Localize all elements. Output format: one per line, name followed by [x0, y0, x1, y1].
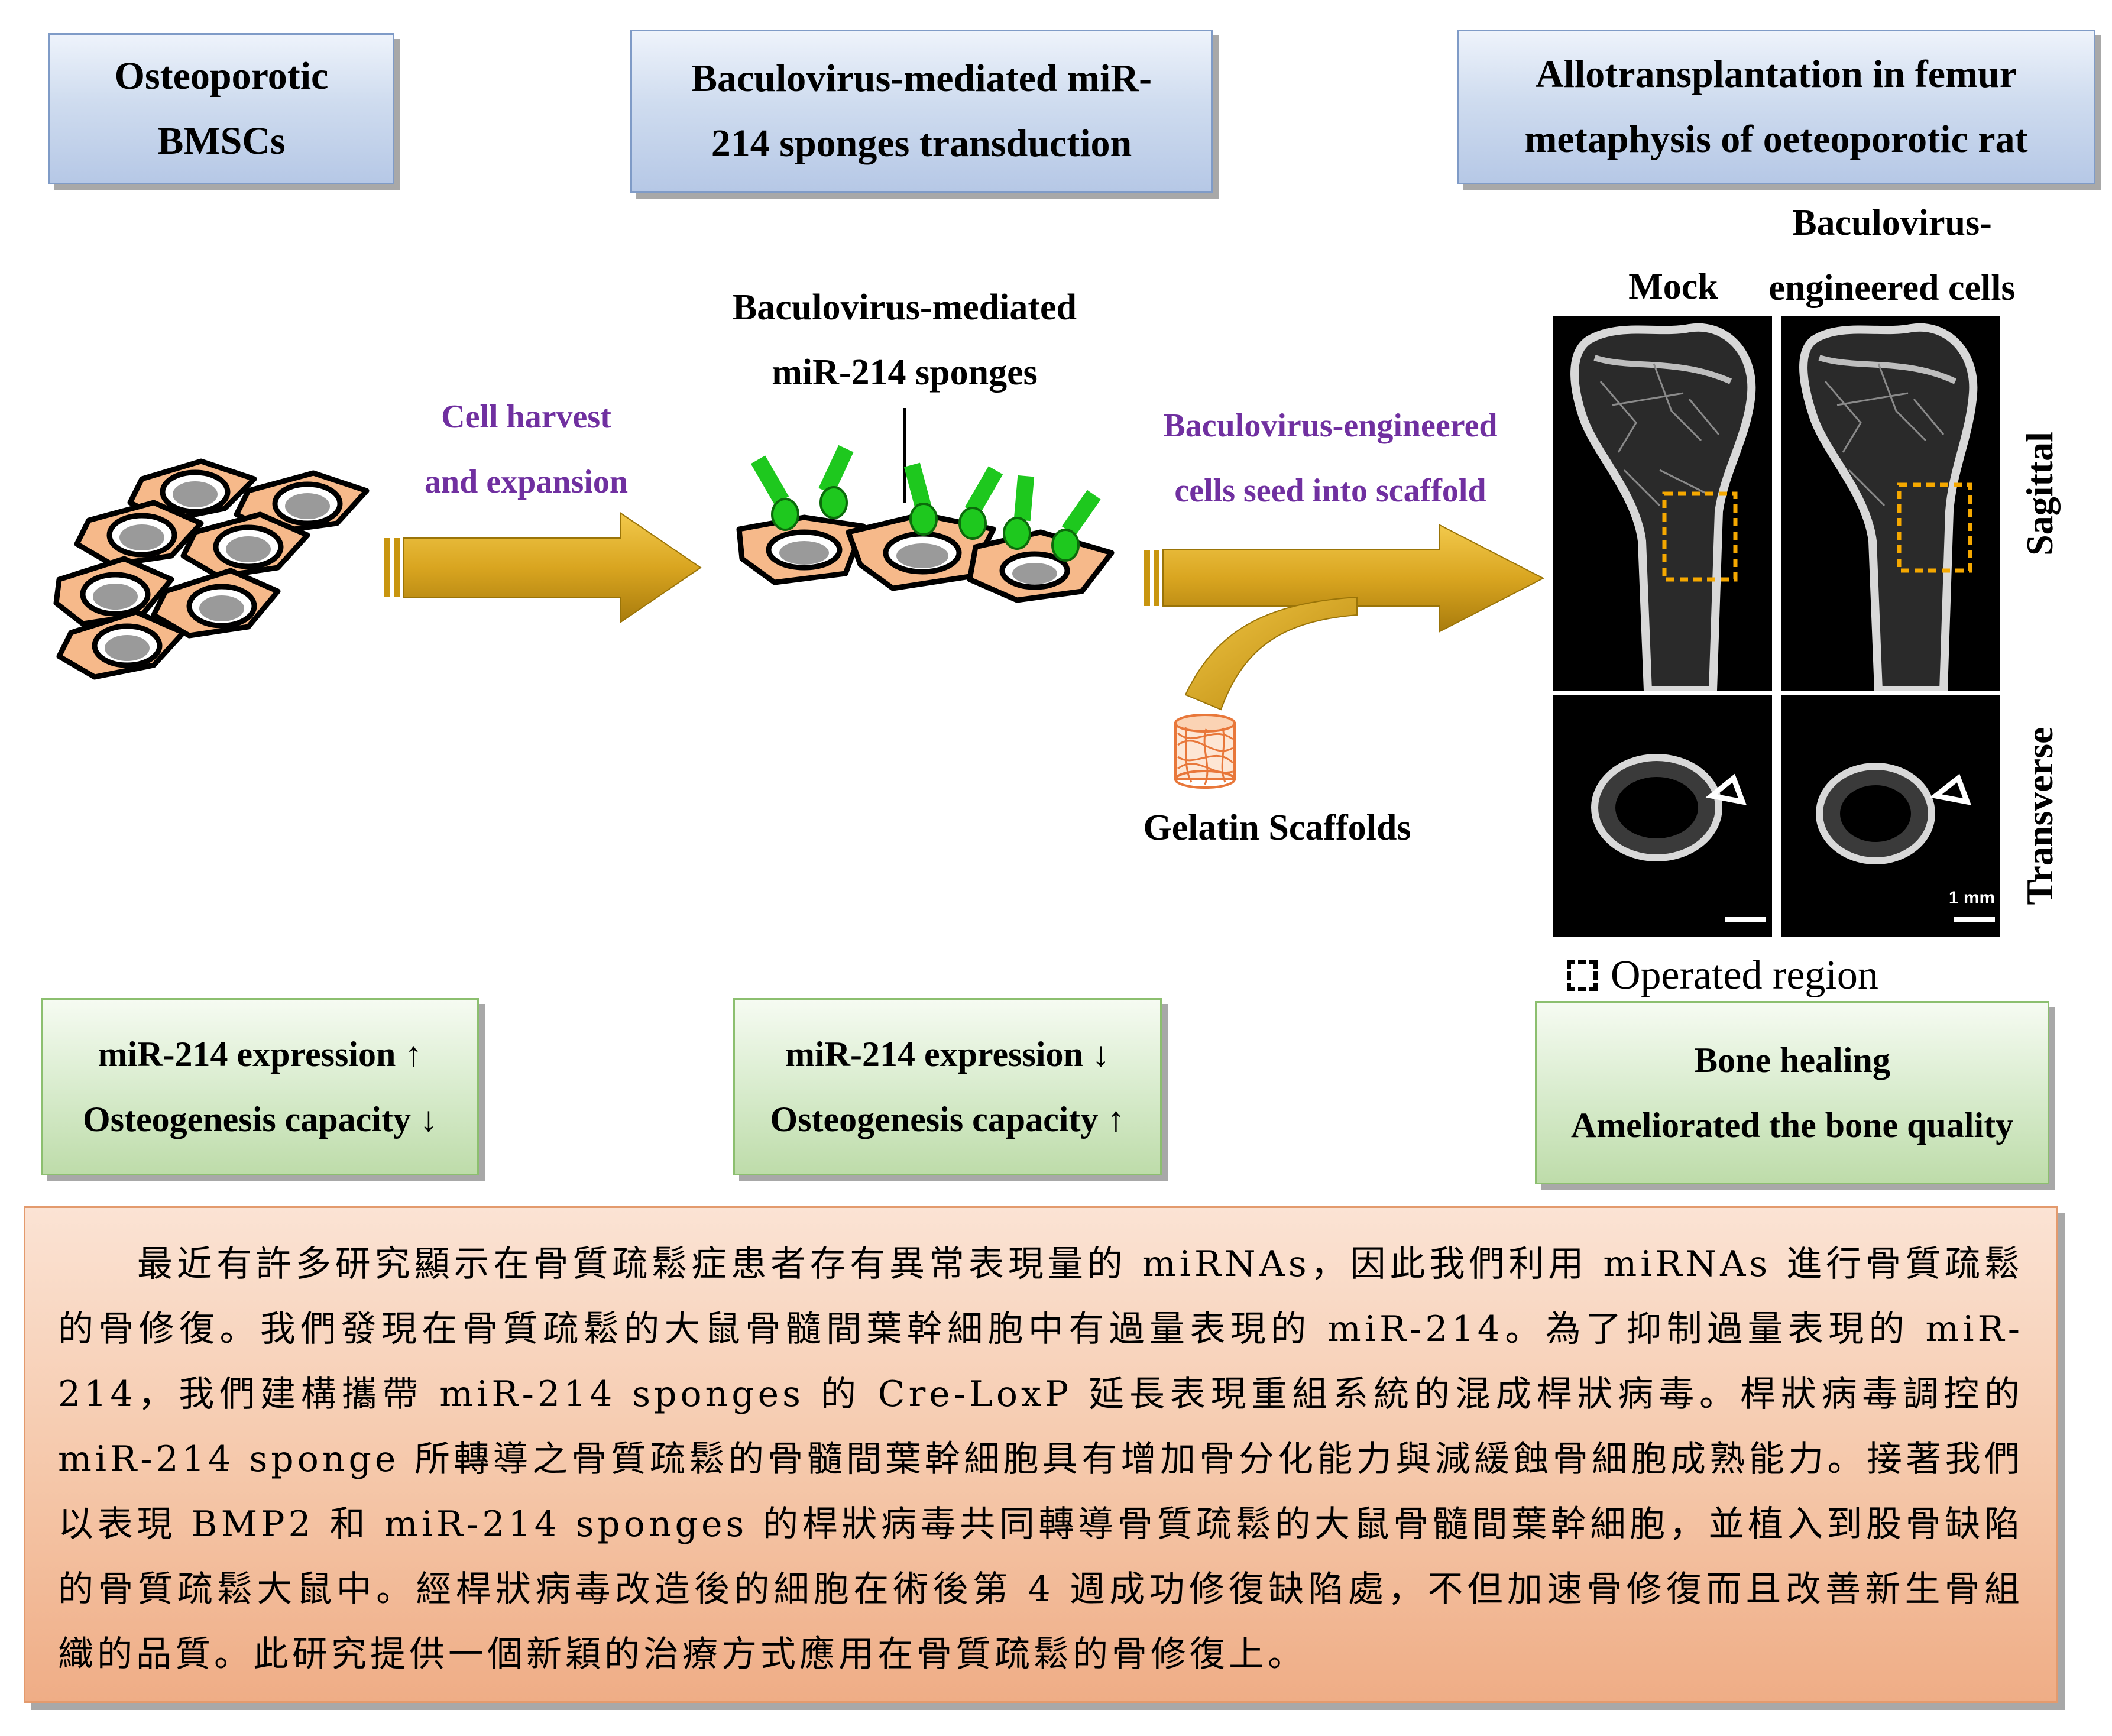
cell-icon — [74, 500, 204, 568]
header-line: 214 sponges transduction — [711, 122, 1132, 165]
result-box-transplant: Bone healing Ameliorated the bone qualit… — [1535, 1001, 2049, 1184]
engineered-label: Baculovirus- engineered cells — [1750, 190, 2034, 320]
sagittal-label: Sagittal — [2019, 432, 2061, 556]
engineered-label-line: Baculovirus- — [1792, 203, 1992, 243]
header-line: metaphysis of oeteoporotic rat — [1524, 118, 2028, 161]
seed-arrow-icon — [1144, 524, 1545, 711]
operated-region-legend: Operated region — [1567, 946, 1878, 1005]
sponge-icon — [1003, 475, 1035, 550]
result-line: miR-214 expression ↑ — [98, 1035, 423, 1074]
header-transduction: Baculovirus-mediated miR- 214 sponges tr… — [630, 30, 1213, 193]
scale-bar — [1725, 917, 1766, 922]
transverse-engineered-image: 1 mm — [1781, 695, 2000, 937]
transverse-label: Transverse — [2019, 727, 2061, 905]
sponges-label: Baculovirus-mediated miR-214 sponges — [686, 275, 1123, 405]
header-line: BMSCs — [157, 119, 286, 163]
header-line: Allotransplantation in femur — [1535, 53, 2017, 96]
arrow-label-line: Cell harvest — [441, 399, 611, 435]
transverse-mock-image — [1553, 695, 1772, 937]
cell-icon — [53, 556, 174, 627]
transduced-cells-icon — [736, 408, 1115, 603]
operated-region-marker — [1662, 491, 1738, 582]
result-box-osteoporotic: miR-214 expression ↑ Osteogenesis capaci… — [41, 998, 479, 1175]
operated-region-text: Operated region — [1611, 953, 1878, 998]
sponge-icon — [750, 455, 799, 531]
sponge-icon — [818, 445, 854, 519]
sponge-icon — [958, 466, 1003, 540]
sponge-icon — [903, 462, 938, 536]
bmsc-cell-stack-icon — [53, 458, 370, 680]
cell-icon — [56, 609, 186, 680]
dashed-square-icon — [1567, 960, 1598, 991]
result-box-transduced: miR-214 expression ↓ Osteogenesis capaci… — [733, 998, 1162, 1175]
scaffold-label: Gelatin Scaffolds — [1143, 808, 1411, 848]
arrow-label-seed: Baculovirus-engineered cells seed into s… — [1123, 393, 1537, 523]
arrow-label-line: Baculovirus-engineered — [1163, 407, 1498, 444]
harvest-arrow-icon — [384, 512, 702, 623]
sponge-icon — [1051, 490, 1101, 562]
scale-bar — [1954, 917, 1995, 922]
result-line: Bone healing — [1694, 1041, 1890, 1080]
arrow-label-line: cells seed into scaffold — [1174, 472, 1486, 509]
scale-label: 1 mm — [1948, 888, 1996, 908]
sponges-label-line: miR-214 sponges — [772, 352, 1038, 393]
gelatin-scaffold-icon — [1174, 714, 1236, 789]
arrowhead-marker — [1705, 773, 1747, 805]
header-line: Baculovirus-mediated miR- — [691, 57, 1152, 100]
result-line: miR-214 expression ↓ — [785, 1035, 1110, 1074]
result-line: Osteogenesis capacity ↓ — [83, 1100, 438, 1139]
cell-icon — [180, 511, 310, 579]
header-line: Osteoporotic — [114, 54, 329, 98]
sponges-label-line: Baculovirus-mediated — [732, 287, 1077, 328]
engineered-label-line: engineered cells — [1768, 268, 2016, 308]
operated-region-marker — [1897, 482, 1972, 573]
sagittal-mock-image — [1553, 316, 1772, 691]
arrow-label-harvest: Cell harvest and expansion — [378, 384, 674, 514]
mock-label: Mock — [1628, 267, 1718, 307]
header-allotransplantation: Allotransplantation in femur metaphysis … — [1457, 30, 2095, 184]
curved-arrow-tail — [1184, 596, 1358, 711]
summary-paragraph: 最近有許多研究顯示在骨質疏鬆症患者存有異常表現量的 miRNAs，因此我們利用 … — [24, 1206, 2058, 1703]
sagittal-engineered-image — [1781, 316, 2000, 691]
cell-icon — [967, 529, 1115, 603]
result-line: Ameliorated the bone quality — [1570, 1106, 2014, 1145]
cell-icon — [151, 568, 281, 639]
arrowhead-marker — [1929, 773, 1972, 805]
cell-icon — [736, 514, 866, 585]
header-osteoporotic-bmscs: Osteoporotic BMSCs — [48, 33, 394, 184]
result-line: Osteogenesis capacity ↑ — [770, 1100, 1125, 1139]
arrow-label-line: and expansion — [425, 464, 628, 500]
